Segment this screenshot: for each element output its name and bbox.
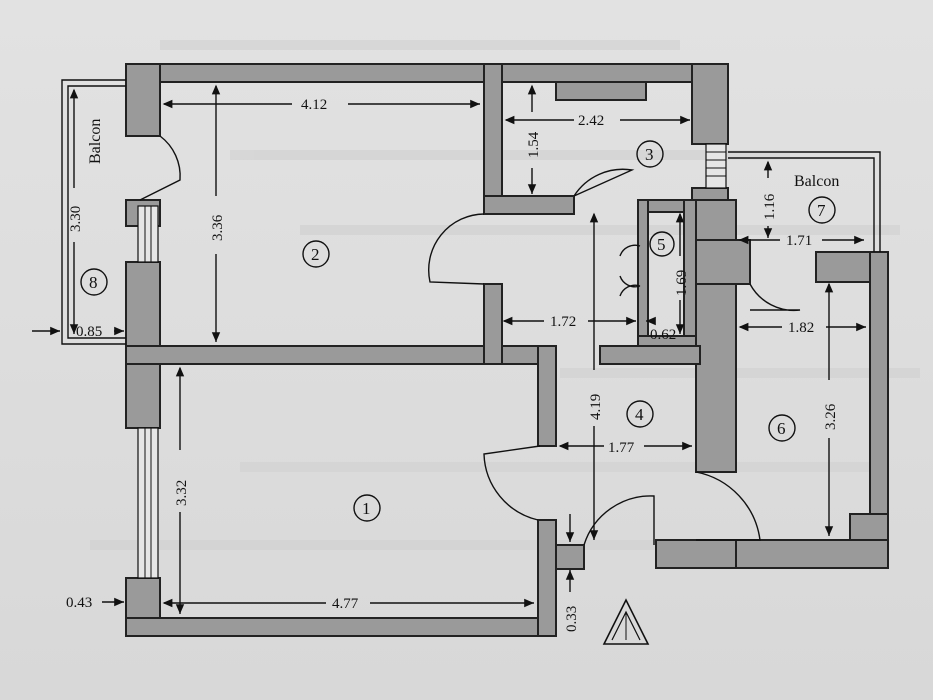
dim-3-36: 3.36	[210, 214, 226, 241]
dim-1-72: 1.72	[550, 314, 576, 330]
balcon-left-label: Balcon	[87, 119, 104, 164]
room-7-number: 7	[817, 201, 826, 220]
dim-0-62: 0.62	[650, 327, 676, 343]
background-bleed-text	[90, 40, 920, 550]
dim-1-69: 1.69	[674, 270, 690, 296]
dim-3-26: 3.26	[823, 403, 839, 430]
dim-1-54: 1.54	[526, 131, 542, 158]
room-4-number: 4	[635, 405, 644, 424]
dim-2-42: 2.42	[578, 113, 604, 129]
dimension-labels: 4.12 3.36 3.30 0.85 2.42 1.54 1.16 1.71 …	[66, 97, 839, 632]
windows	[137, 143, 727, 579]
room-3-number: 3	[645, 145, 654, 164]
room-1-number: 1	[362, 499, 371, 518]
dim-4-12: 4.12	[301, 97, 327, 113]
dim-0-33: 0.33	[564, 606, 580, 632]
balcon-right-label: Balcon	[794, 173, 839, 190]
dim-3-32: 3.32	[174, 480, 190, 506]
room-8-number: 8	[89, 273, 98, 292]
doors	[139, 135, 801, 546]
dim-0-85: 0.85	[76, 324, 102, 340]
dim-4-77: 4.77	[332, 596, 359, 612]
balconies	[61, 79, 881, 345]
dim-4-19: 4.19	[588, 394, 604, 420]
room-6-number: 6	[777, 419, 786, 438]
dim-3-30: 3.30	[68, 206, 84, 232]
dim-0-43: 0.43	[66, 595, 92, 611]
dimension-lines	[32, 84, 866, 614]
dim-1-77: 1.77	[608, 440, 635, 456]
room-2-number: 2	[311, 245, 320, 264]
room-5-number: 5	[657, 235, 666, 254]
dim-1-16: 1.16	[762, 193, 778, 220]
walls	[125, 63, 889, 637]
dim-1-82: 1.82	[788, 320, 814, 336]
room-markers: 1 2 3 4 5 6 7 8	[80, 140, 836, 522]
north-arrow-icon	[602, 598, 650, 645]
dim-1-71: 1.71	[786, 233, 812, 249]
